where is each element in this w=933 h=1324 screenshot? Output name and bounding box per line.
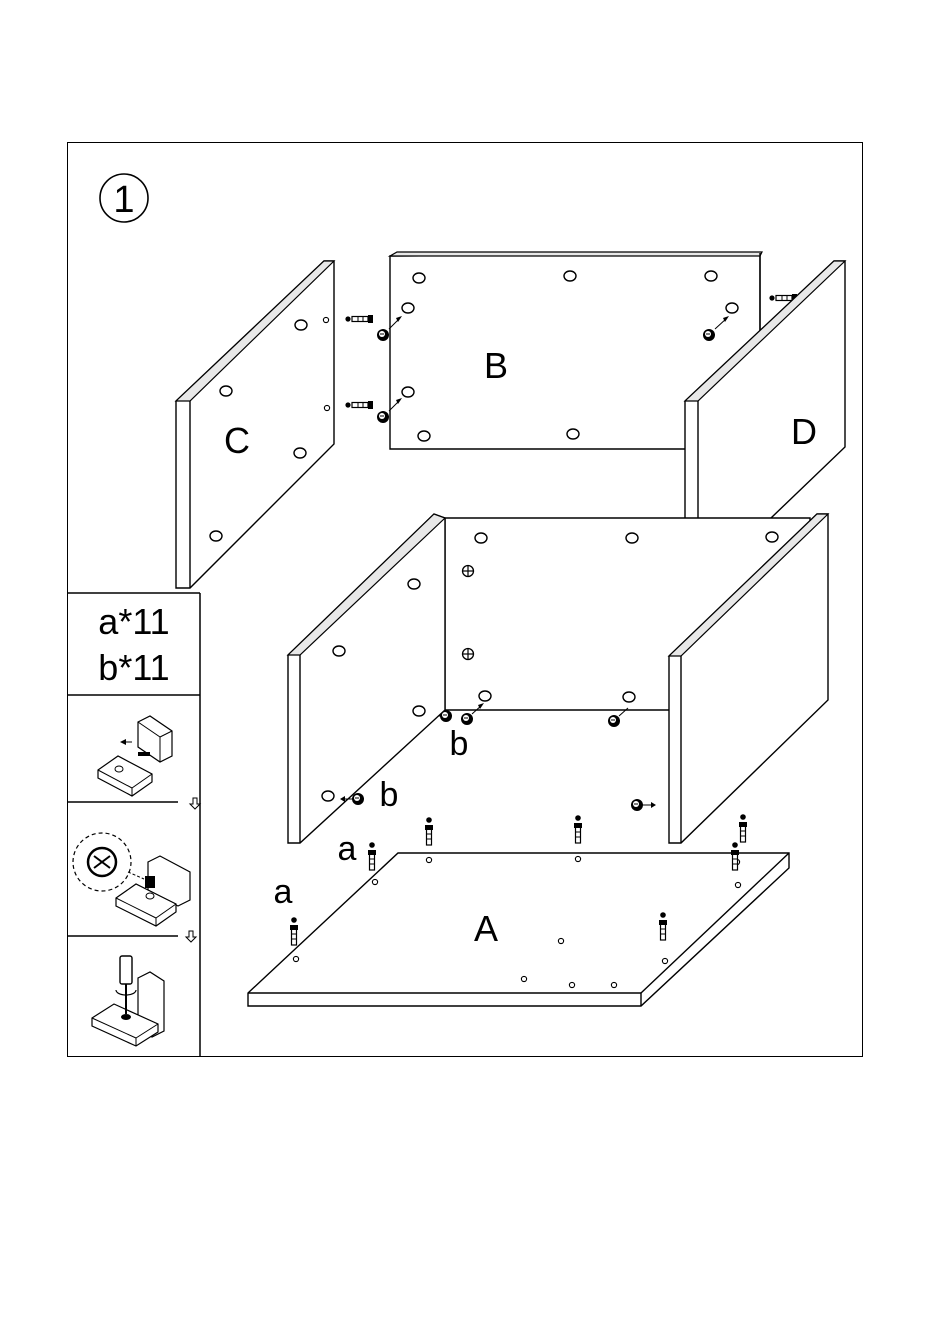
- step-number-badge: 1: [100, 174, 148, 222]
- down-arrow-icon: [190, 798, 200, 809]
- panel-c: C: [176, 261, 334, 588]
- lower-left-panel: [288, 514, 445, 843]
- down-arrow-icon: [186, 931, 196, 942]
- bolt-icon: [345, 401, 373, 409]
- panel-c-label: C: [224, 420, 250, 461]
- inset-step-3: [92, 956, 164, 1046]
- label-b-back: b: [450, 725, 469, 763]
- count-a: a*11: [98, 601, 169, 642]
- panel-d-label: D: [791, 411, 817, 452]
- label-a-upper: a: [338, 830, 357, 868]
- label-a-lower: a: [274, 873, 293, 911]
- panel-b-label: B: [484, 345, 508, 386]
- inset-step-1: [67, 716, 200, 809]
- inset-step-2: [67, 833, 196, 942]
- screwdriver-icon: [120, 956, 132, 984]
- bolt-icon: [345, 315, 373, 323]
- panel-a-label: A: [474, 908, 498, 949]
- label-b-left: b: [380, 776, 399, 814]
- count-b: b*11: [98, 647, 169, 688]
- panel-a: A: [248, 853, 789, 1006]
- hardware-legend: a*11 b*11: [67, 593, 200, 1057]
- step-number: 1: [113, 179, 134, 221]
